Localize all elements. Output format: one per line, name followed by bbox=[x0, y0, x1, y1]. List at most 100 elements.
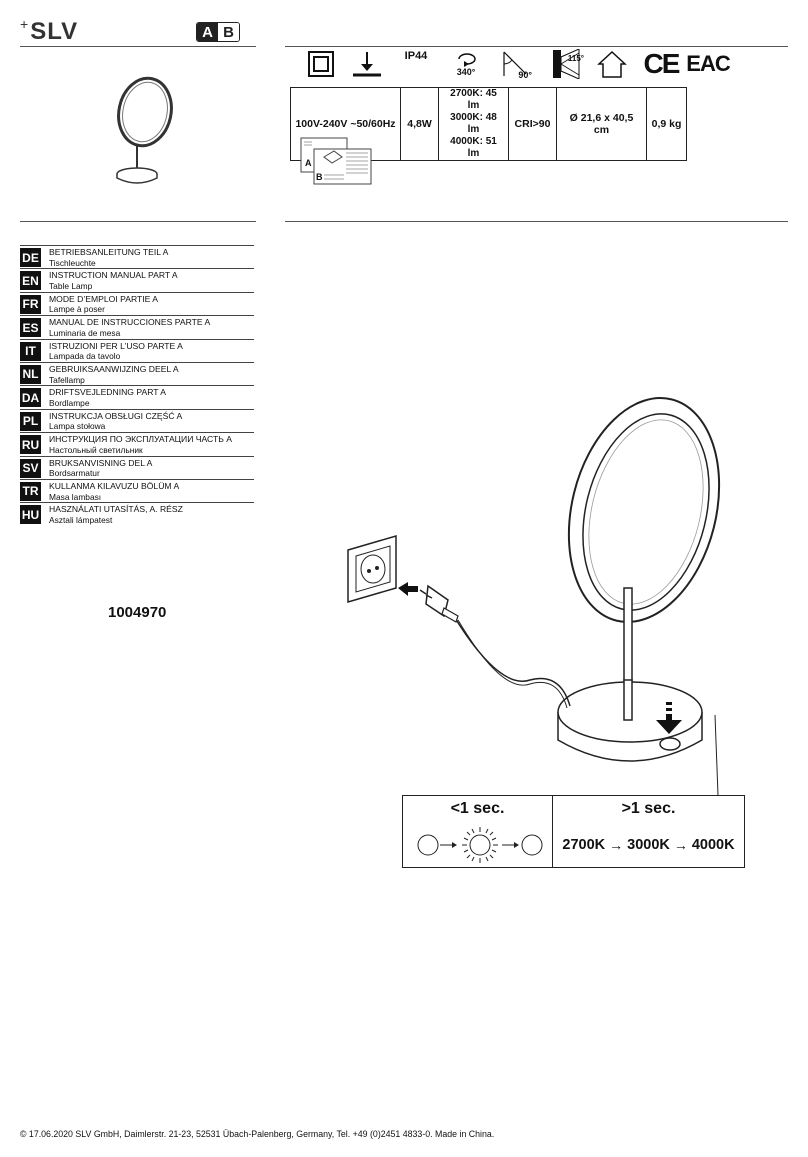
short-press-label: <1 sec. bbox=[450, 800, 505, 817]
language-code: NL bbox=[20, 364, 41, 384]
language-title: GEBRUIKSAANWIJZING DEEL A bbox=[49, 363, 179, 374]
language-subtitle: Bordsarmatur bbox=[49, 468, 100, 479]
beam-angle-icon: 115° bbox=[548, 44, 584, 84]
lamp-connection-illustration bbox=[347, 397, 721, 796]
power-cable bbox=[454, 617, 571, 707]
protection-class-ii-icon bbox=[306, 44, 336, 84]
power-cable-edge bbox=[457, 619, 568, 709]
language-title: HASZNÁLATI UTASÍTÁS, A. RÉSZ bbox=[49, 504, 183, 515]
language-code: DE bbox=[20, 248, 41, 267]
lamp-ring bbox=[567, 397, 721, 623]
manual-label-a: A bbox=[305, 158, 312, 168]
eac-mark: EAC bbox=[686, 51, 730, 76]
operation-table: <1 sec. bbox=[402, 795, 745, 868]
language-code: FR bbox=[20, 294, 41, 314]
manual-parts-icon bbox=[300, 137, 372, 185]
language-code: EN bbox=[20, 271, 41, 291]
header-rule-left bbox=[20, 46, 256, 47]
long-press-label: >1 sec. bbox=[621, 800, 676, 817]
language-title: MODE D’EMPLOI PARTIE A bbox=[49, 293, 159, 304]
dimensions-cell: Ø 21,6 x 40,5 cm bbox=[556, 87, 647, 161]
beam-angle-label: 115° bbox=[567, 54, 584, 63]
language-subtitle: Настольный светильник bbox=[49, 444, 143, 455]
ce-mark: CE bbox=[643, 48, 681, 79]
language-subtitle: Lampada da tavolo bbox=[49, 351, 121, 362]
lumen-3000: 3000K: 48 lm bbox=[450, 112, 497, 135]
language-subtitle: Tischleuchte bbox=[49, 257, 96, 268]
arrow-right-icon: → bbox=[609, 836, 624, 853]
language-title: MANUAL DE INSTRUCCIONES PARTE A bbox=[49, 317, 211, 328]
cri-cell: CRI>90 bbox=[508, 87, 557, 161]
footer-copyright: © 17.06.2020 SLV GmbH, Daimlerstr. 21-23… bbox=[20, 1129, 495, 1139]
language-title: BETRIEBSANLEITUNG TEIL A bbox=[49, 247, 169, 257]
insert-arrow-icon bbox=[398, 582, 418, 596]
language-subtitle: Lampa stołowa bbox=[49, 421, 106, 432]
part-a-label: A bbox=[197, 23, 218, 41]
language-subtitle: Masa lambası bbox=[49, 491, 102, 502]
part-b-label: B bbox=[218, 23, 239, 41]
language-title: ISTRUZIONI PER L’USO PARTE A bbox=[49, 340, 183, 351]
rotation-icon: 340° bbox=[444, 44, 488, 84]
language-subtitle: Table Lamp bbox=[49, 280, 93, 291]
language-title: INSTRUCTION MANUAL PART A bbox=[49, 270, 178, 281]
ip-rating: IP44 bbox=[404, 50, 428, 62]
manual-label-b: B bbox=[316, 172, 323, 182]
spec-icons-row: IP44 340° 90° 115° CE EAC bbox=[292, 44, 732, 84]
language-title: KULLANMA KILAVUZU BÖLÜM A bbox=[49, 480, 180, 491]
press-down-arrow-icon bbox=[656, 702, 682, 734]
lumen-2700: 2700K: 45 lm bbox=[450, 88, 497, 111]
temp-4000: 4000K bbox=[691, 836, 735, 853]
rotation-label: 340° bbox=[456, 67, 476, 77]
tilt-icon: 90° bbox=[498, 44, 534, 84]
weight-cell: 0,9 kg bbox=[646, 87, 687, 161]
lumen-cell: 2700K: 45 lm 3000K: 48 lm 4000K: 51 lm bbox=[438, 87, 509, 161]
language-code: PL bbox=[20, 411, 41, 431]
lumen-4000: 4000K: 51 lm bbox=[450, 136, 497, 159]
language-subtitle: Tafellamp bbox=[49, 374, 85, 385]
language-code: TR bbox=[20, 481, 41, 501]
indoor-use-icon bbox=[594, 44, 630, 84]
language-code: SV bbox=[20, 458, 41, 478]
language-subtitle: Luminaria de mesa bbox=[49, 327, 121, 338]
temp-2700: 2700K bbox=[562, 836, 606, 853]
tilt-label: 90° bbox=[518, 70, 532, 80]
arrow-right-icon: → bbox=[673, 836, 688, 853]
temp-3000: 3000K bbox=[627, 836, 670, 853]
part-ab-badge: A B bbox=[196, 22, 240, 42]
lamp-thumbnail bbox=[116, 76, 173, 184]
language-code: RU bbox=[20, 435, 41, 455]
language-subtitle: Bordlampe bbox=[49, 397, 90, 408]
language-code: HU bbox=[20, 505, 41, 525]
on-off-sequence-icon bbox=[417, 826, 542, 863]
language-code: ES bbox=[20, 318, 41, 338]
slv-logo: +SLV bbox=[20, 16, 79, 45]
short-press-cell: <1 sec. bbox=[403, 796, 553, 867]
long-press-cell: >1 sec. 2700K → 3000K → 4000K bbox=[553, 796, 744, 867]
language-subtitle: Lampe à poser bbox=[49, 304, 105, 315]
power-plug-icon bbox=[419, 584, 459, 623]
ceiling-mount-down-icon bbox=[350, 44, 384, 84]
power-cell: 4,8W bbox=[400, 87, 439, 161]
wall-socket-icon bbox=[347, 535, 397, 603]
header-rule-right bbox=[285, 46, 788, 47]
color-temperature-sequence: 2700K → 3000K → 4000K bbox=[562, 837, 734, 853]
language-title: BRUKSANVISNING DEL A bbox=[49, 457, 153, 468]
spec-table: 100V-240V ~50/60Hz 4,8W 2700K: 45 lm 300… bbox=[290, 87, 687, 161]
section-rule-left bbox=[20, 221, 256, 222]
language-subtitle: Asztali lámpatest bbox=[49, 514, 113, 525]
language-code: IT bbox=[20, 341, 41, 361]
article-number: 1004970 bbox=[108, 604, 167, 621]
language-title: ИНСТРУКЦИЯ ПО ЭКСПЛУАТАЦИИ ЧАСТЬ А bbox=[49, 434, 232, 445]
